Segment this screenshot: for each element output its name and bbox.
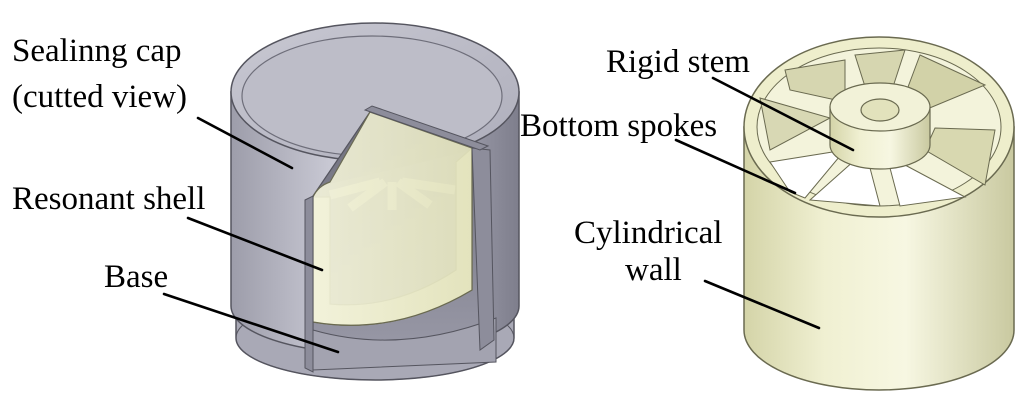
- label-bottom-spokes: Bottom spokes: [520, 108, 717, 144]
- label-sealing-cap-note: (cutted view): [12, 79, 187, 115]
- leader-lines: [162, 76, 855, 354]
- right-resonator: [743, 36, 1015, 391]
- label-base: Base: [104, 259, 168, 295]
- labels: Sealinng cap (cutted view) Resonant shel…: [12, 33, 750, 295]
- label-sealing-cap: Sealinng cap: [12, 33, 182, 69]
- rigid-stem: [829, 82, 931, 170]
- label-cylindrical-wall: Cylindrical: [574, 215, 722, 251]
- label-rigid-stem: Rigid stem: [606, 44, 750, 80]
- left-resonator-assembly: [230, 22, 520, 381]
- label-cylindrical-wall-2: wall: [625, 252, 682, 288]
- label-resonant-shell: Resonant shell: [12, 181, 205, 217]
